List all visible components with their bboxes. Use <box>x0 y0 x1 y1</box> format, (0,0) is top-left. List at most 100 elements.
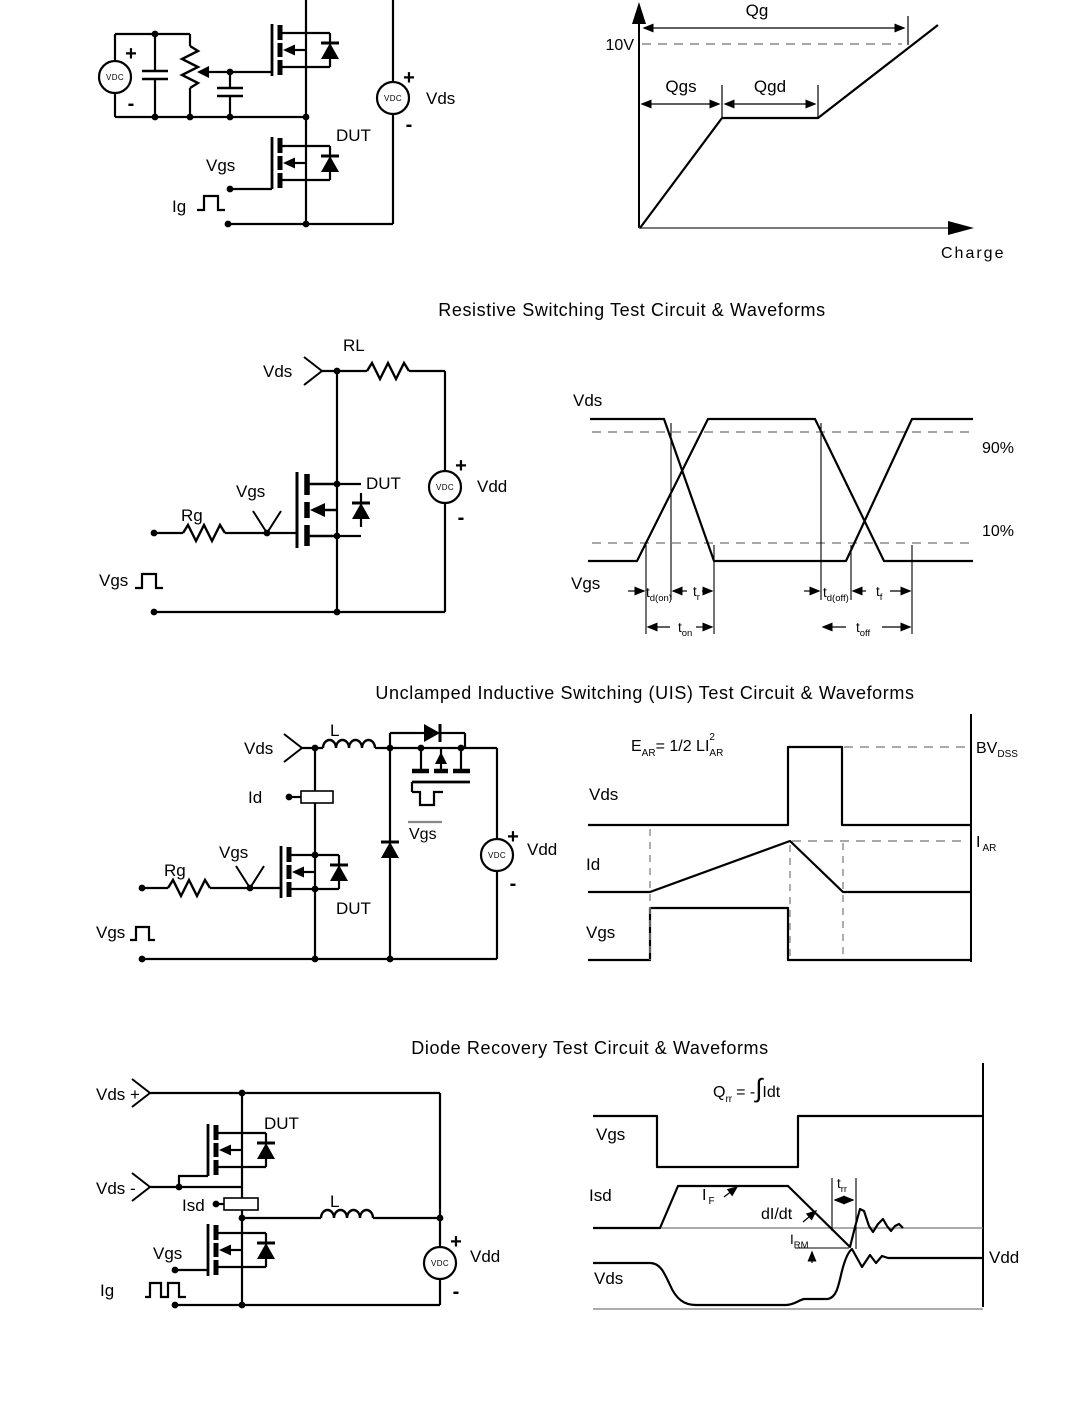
clamp-mosfet-symbol <box>410 748 470 807</box>
clamp-diode <box>414 722 452 744</box>
isd-label: Isd <box>182 1196 205 1215</box>
qgs-label: Qgs <box>665 77 696 96</box>
diode-recovery-circuit: VDC Vds + DUT Vds - Isd L Vgs Ig + Vdd - <box>96 1078 500 1309</box>
inductor <box>319 1208 375 1220</box>
ig-pulse-icon <box>197 194 225 212</box>
charge-axis-label: Charge <box>941 245 1005 262</box>
driver-body-diode <box>319 31 341 69</box>
freewheel-diode <box>379 830 401 868</box>
vgs-clamp-label: Vgs <box>408 820 442 843</box>
resistive-waveforms: Vds Vgs 90% 10% td(on) tr ton td(off) tf… <box>571 391 1014 639</box>
dut-body-diode <box>328 853 350 891</box>
gate-charge-circuit: VDC VDC + - + - Vds DUT Vgs Ig <box>97 0 455 228</box>
vds-plus-sign: + <box>403 67 415 89</box>
timing-dimensions: td(on) tr ton td(off) tf toff <box>628 584 912 639</box>
vdc-source-label: VDC <box>384 94 402 103</box>
vdc-source-label: VDC <box>488 851 506 860</box>
dut-body-diode <box>350 491 372 529</box>
vds-minus-label: Vds - <box>96 1179 136 1198</box>
inverted-pulse-icon <box>412 790 443 807</box>
td-off-label: td(off) <box>823 585 849 604</box>
diode-recovery-title: Diode Recovery Test Circuit & Waveforms <box>411 1038 769 1058</box>
dut-body-diode <box>255 1131 277 1169</box>
isd-trace <box>593 1184 904 1249</box>
vgs-probe-label: Vgs <box>219 843 248 862</box>
trr-dimension: trr <box>831 1176 857 1249</box>
rg-resistor <box>166 878 212 898</box>
dut-mosfet-symbol <box>281 846 315 898</box>
vgs-drive-label: Vgs <box>99 571 128 590</box>
gate-charge-curve <box>639 24 939 229</box>
trr-label: trr <box>837 1176 847 1195</box>
toff-label: toff <box>856 620 871 639</box>
vdd-plus-sign: + <box>450 1231 462 1253</box>
id-trace-label: Id <box>586 855 600 874</box>
vdd-minus-sign: - <box>510 873 517 895</box>
qrr-formula: Qrr= -∫Idt <box>713 1073 781 1105</box>
v10-label: 10V <box>606 37 635 54</box>
didt-label: dI/dt <box>761 1206 793 1223</box>
vgs-trace-label: Vgs <box>596 1125 625 1144</box>
gate-capacitor <box>217 86 243 98</box>
qgd-label: Qgd <box>754 77 786 96</box>
ig-label: Ig <box>172 197 186 216</box>
supply-plus-sign: + <box>125 43 137 65</box>
vgs-drive-label: Vgs <box>96 923 125 942</box>
rl-resistor <box>365 361 411 381</box>
wires <box>113 0 395 226</box>
dut-label: DUT <box>264 1114 299 1133</box>
vds-probe-icon <box>303 356 323 386</box>
body-arrow-icon <box>435 752 447 764</box>
vdd-plus-sign: + <box>507 826 519 848</box>
didt-arrow-icon <box>802 1210 818 1223</box>
driver-body-diode <box>255 1231 277 1269</box>
timing-ticks <box>645 423 913 634</box>
rg-label: Rg <box>181 506 203 525</box>
vdc-source-label: VDC <box>431 1259 449 1268</box>
vds-trace <box>588 745 971 827</box>
dut-label: DUT <box>366 474 401 493</box>
energy-formula: EAR= 1/2 LIAR2 <box>631 732 723 759</box>
irm-label: IRM <box>790 1232 809 1251</box>
isd-trace-label: Isd <box>589 1186 612 1205</box>
vds-label: Vds <box>263 362 292 381</box>
vdc-source-label: VDC <box>106 73 124 82</box>
vgs-pulse-icon <box>130 925 155 942</box>
wires <box>142 731 499 961</box>
resistive-title: Resistive Switching Test Circuit & Wavef… <box>438 300 826 320</box>
tf-label: tf <box>876 584 883 603</box>
rg-label: Rg <box>164 861 186 880</box>
junction-dots <box>138 744 465 963</box>
vds-probe-icon <box>283 733 303 763</box>
bvdss-label: BVDSS <box>976 740 1018 760</box>
vgs-trace-label: Vgs <box>571 574 600 593</box>
vds-plus-label: Vds + <box>96 1085 140 1104</box>
ig-label: Ig <box>100 1281 114 1300</box>
vdd-label: Vdd <box>527 840 557 859</box>
vdc-source-label: VDC <box>436 483 454 492</box>
ton-label: ton <box>678 620 692 639</box>
wires <box>154 369 447 614</box>
vds-label: Vds <box>244 739 273 758</box>
vdd-source: VDC <box>479 837 515 873</box>
vds-minus-sign: - <box>406 114 413 136</box>
junction-dots <box>171 1089 444 1309</box>
qg-label: Qg <box>746 1 769 20</box>
vdd-label: Vdd <box>477 477 507 496</box>
p10-label: 10% <box>982 523 1014 540</box>
driver-mosfet-symbol <box>208 1224 242 1276</box>
vgs-label: Vgs <box>153 1244 182 1263</box>
vgs-label: Vgs <box>206 156 235 175</box>
td-on-label: td(on) <box>646 585 672 604</box>
pot-arrow-icon <box>197 66 209 78</box>
dut-label: DUT <box>336 126 371 145</box>
vds-trace <box>593 1247 983 1307</box>
potentiometer <box>180 44 209 90</box>
x-axis-arrow-icon <box>948 221 974 235</box>
uis-circuit: VDC L Vds Id Vgs + Vdd - Rg Vgs DUT Vgs <box>96 721 557 963</box>
